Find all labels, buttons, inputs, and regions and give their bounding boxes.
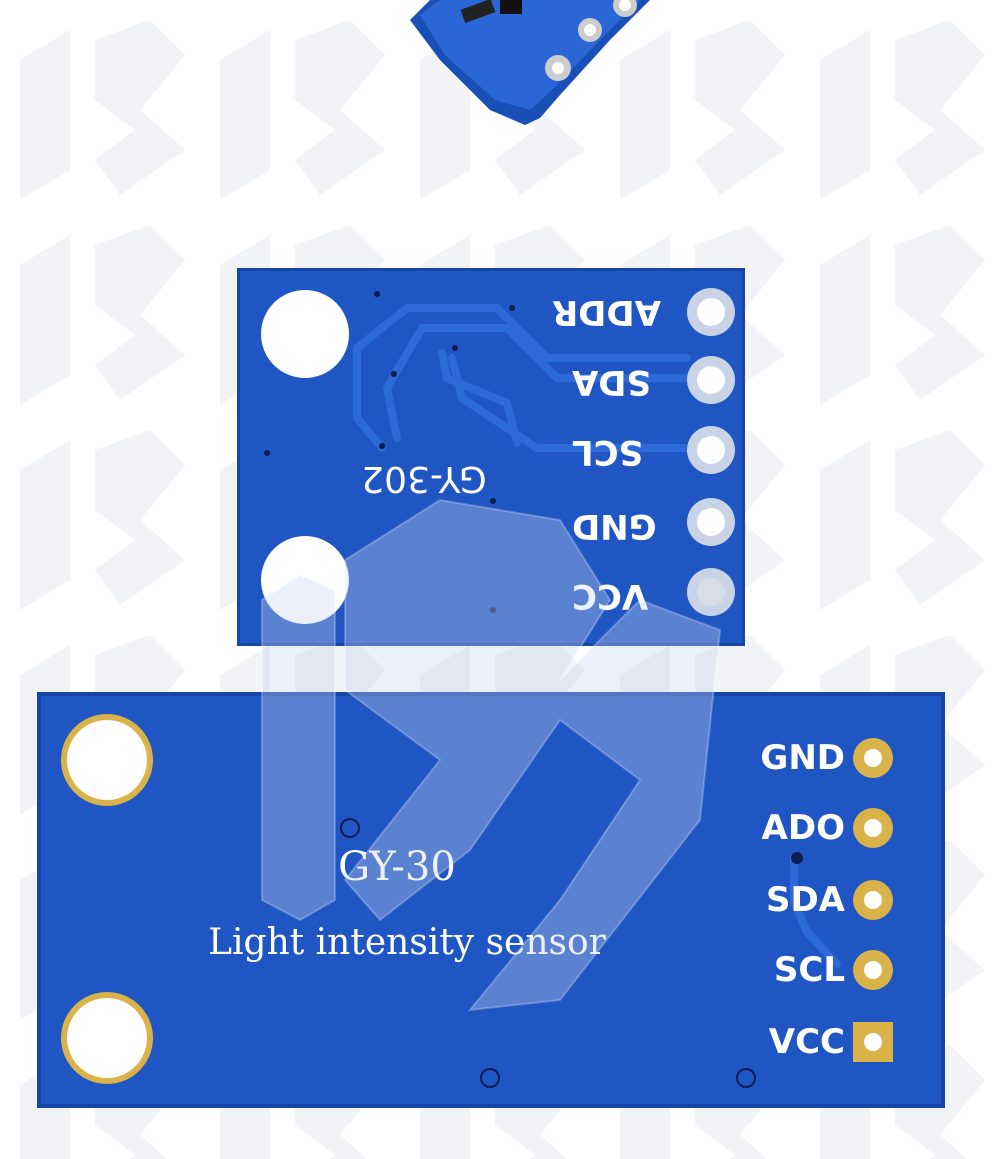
pin-label-vcc: VCC bbox=[768, 1022, 845, 1062]
partial-board-top bbox=[410, 0, 650, 125]
mounting-hole bbox=[261, 290, 349, 378]
gy-30-board: GND ADO SDA SCL VCC GY-30 Light intensit… bbox=[37, 692, 945, 1108]
pin-label-ado: ADO bbox=[761, 808, 845, 848]
pin-label-gnd: GND bbox=[760, 738, 845, 778]
pin-label-addr: ADDR bbox=[552, 292, 661, 332]
model-label-gy-302: GY-302 bbox=[361, 458, 487, 499]
gy-302-pcb bbox=[237, 268, 745, 646]
gy-302-board: ADDR SDA SCL GND VCC GY-302 bbox=[237, 268, 745, 646]
board-subtitle: Light intensity sensor bbox=[208, 922, 606, 963]
pin-label-scl: SCL bbox=[773, 950, 845, 990]
pin-label-vcc: VCC bbox=[572, 576, 649, 616]
pin-label-sda: SDA bbox=[572, 362, 652, 402]
pin-label-sda: SDA bbox=[765, 880, 845, 920]
mounting-hole bbox=[67, 720, 147, 800]
board-title: GY-30 bbox=[338, 844, 456, 890]
mounting-hole bbox=[67, 998, 147, 1078]
pin-label-gnd: GND bbox=[572, 506, 657, 546]
pin-label-scl: SCL bbox=[572, 432, 644, 472]
gy-30-pcb bbox=[37, 692, 945, 1108]
mounting-hole bbox=[261, 536, 349, 624]
